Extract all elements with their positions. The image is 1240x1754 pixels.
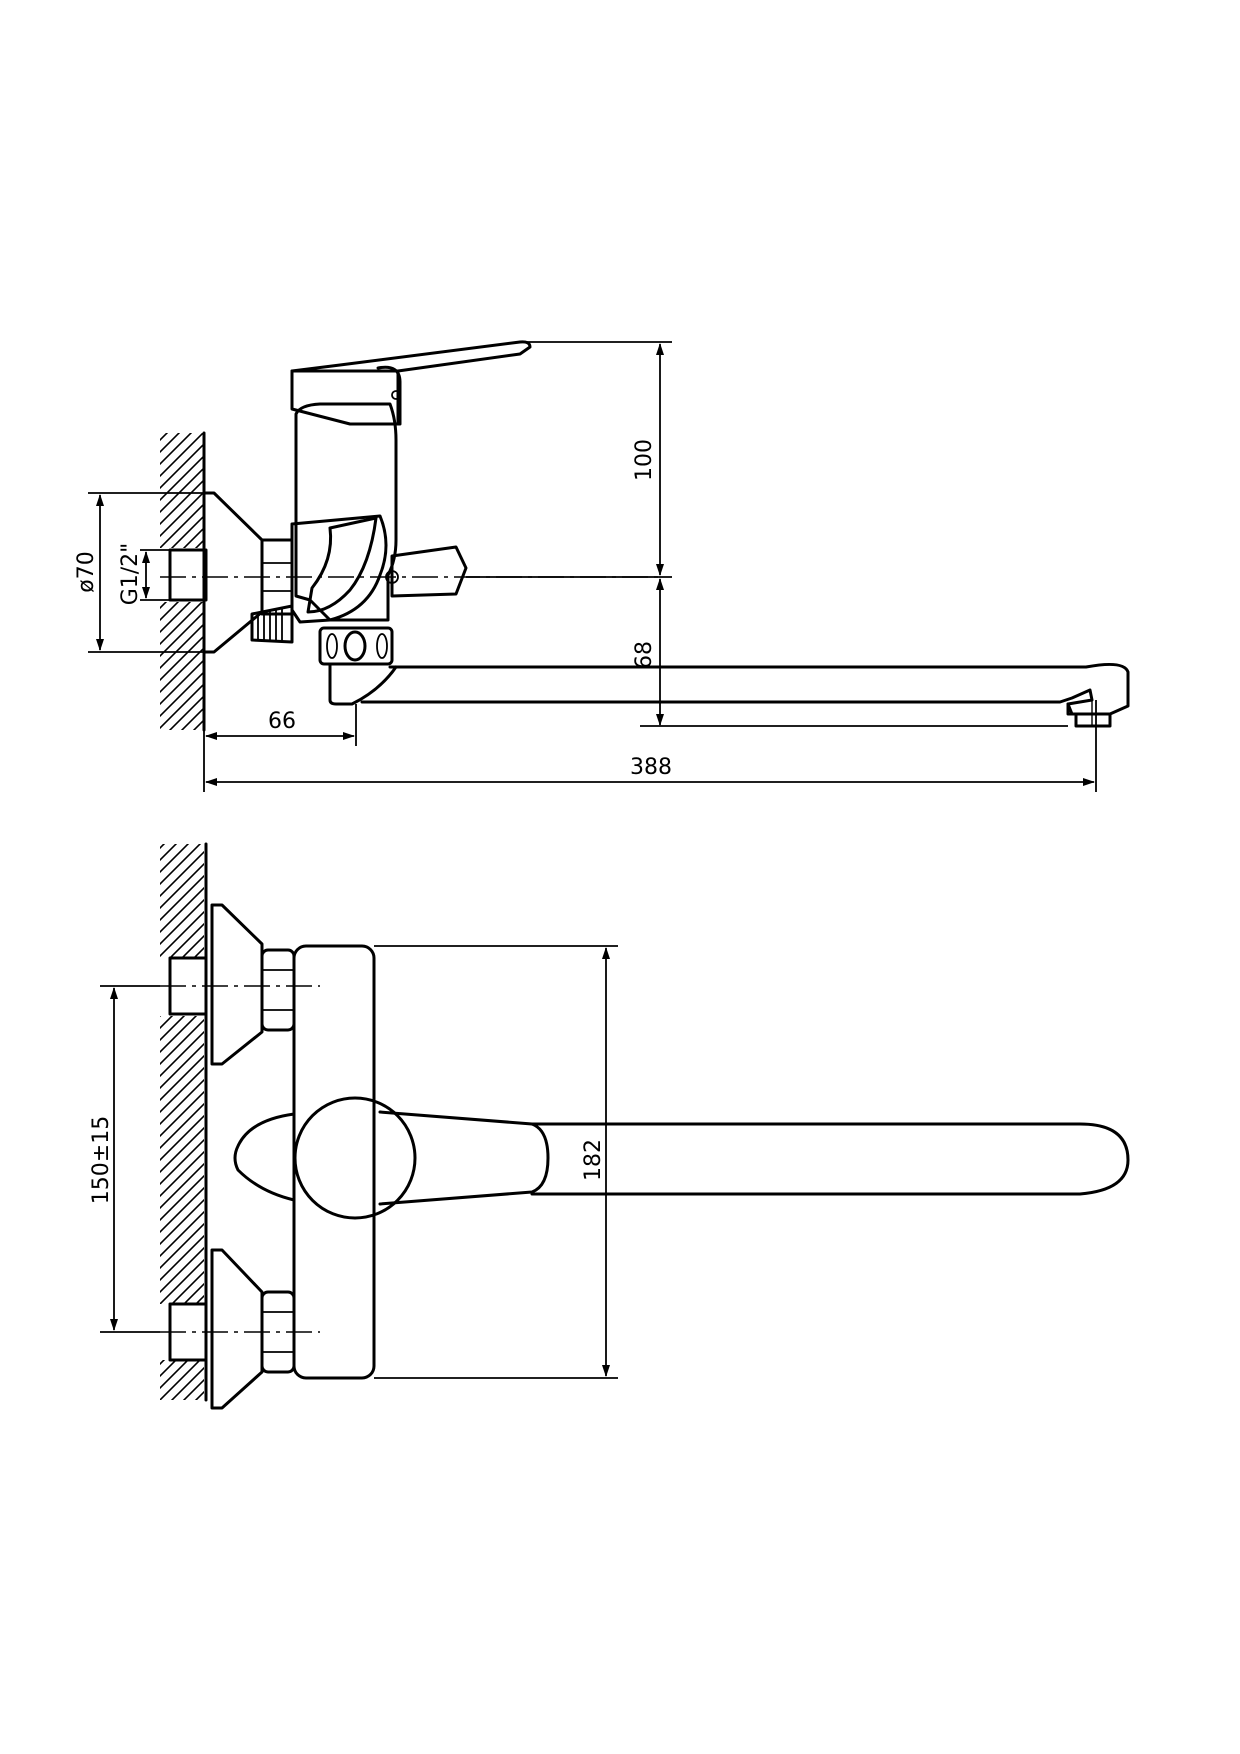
top-mixer-body (292, 944, 376, 1380)
side-spout (360, 662, 1130, 728)
top-dim-body-height: 182 (374, 945, 618, 1379)
dim-body-height-label: 182 (581, 1139, 606, 1181)
side-dim-wall-to-outlet: 66 (203, 704, 357, 792)
dim-height-top-label: 100 (632, 439, 657, 481)
top-handle (233, 1096, 550, 1220)
dim-wall-to-outlet-label: 66 (268, 709, 296, 734)
dim-total-length-label: 388 (630, 755, 672, 780)
side-connector (250, 604, 294, 644)
dim-flange-diameter-label: ø70 (74, 551, 99, 592)
top-spout (530, 1122, 1130, 1196)
side-dim-flange: ø70 G1/2" (74, 492, 204, 653)
dim-thread-label: G1/2" (118, 543, 143, 606)
side-view: 100 68 ø70 G1/2" 66 388 (74, 340, 1130, 792)
side-lever-handle (290, 340, 532, 426)
top-dim-inlet-spacing: 150±15 (89, 985, 160, 1333)
side-wall (160, 431, 206, 732)
side-swivel-ring (318, 626, 398, 706)
dim-inlet-spacing-label: 150±15 (89, 1116, 114, 1204)
top-view: 150±15 182 (89, 842, 1130, 1410)
side-inlet-pipe (160, 548, 660, 602)
side-dim-total-length: 388 (205, 726, 1097, 792)
top-wall (160, 842, 208, 1402)
side-dim-height-top: 100 (466, 341, 672, 578)
side-dim-height-spout: 68 (632, 578, 1068, 727)
side-mixer-body (290, 402, 468, 624)
dim-height-spout-label: 68 (632, 641, 657, 669)
